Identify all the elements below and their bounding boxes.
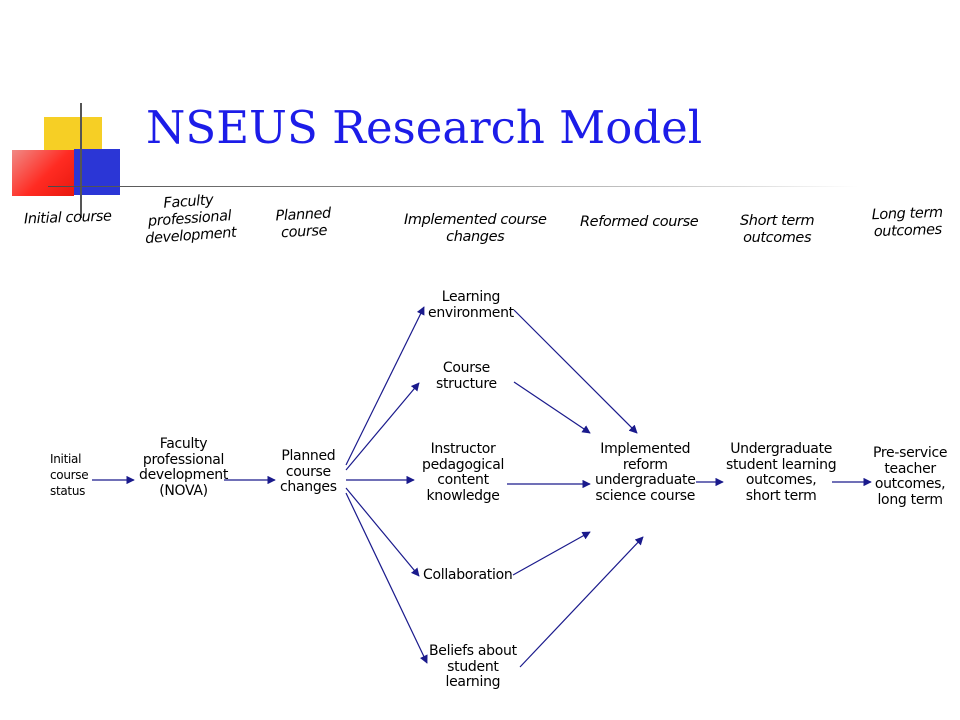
arrow-collaboration-to-reform: [512, 531, 591, 576]
title-underline: [48, 186, 858, 187]
stage-header-reformed-course: Reformed course: [580, 214, 699, 230]
decor-red-square: [12, 150, 74, 196]
arrow-beliefs-to-reform: [519, 536, 644, 668]
arrow-planned-to-beliefs: [345, 492, 428, 664]
decor-vertical-line: [80, 103, 82, 218]
node-collaboration: Collaboration: [423, 567, 513, 583]
arrow-planned-to-collaboration: [345, 487, 420, 577]
arrow-learning-env-to-reform: [513, 309, 638, 434]
arrow-course-structure-to-reform: [513, 381, 591, 434]
arrow-planned-to-course-structure: [345, 382, 420, 471]
arrow-planned-to-learning-env: [345, 306, 425, 466]
slide-title: NSEUS Research Model: [146, 101, 703, 154]
